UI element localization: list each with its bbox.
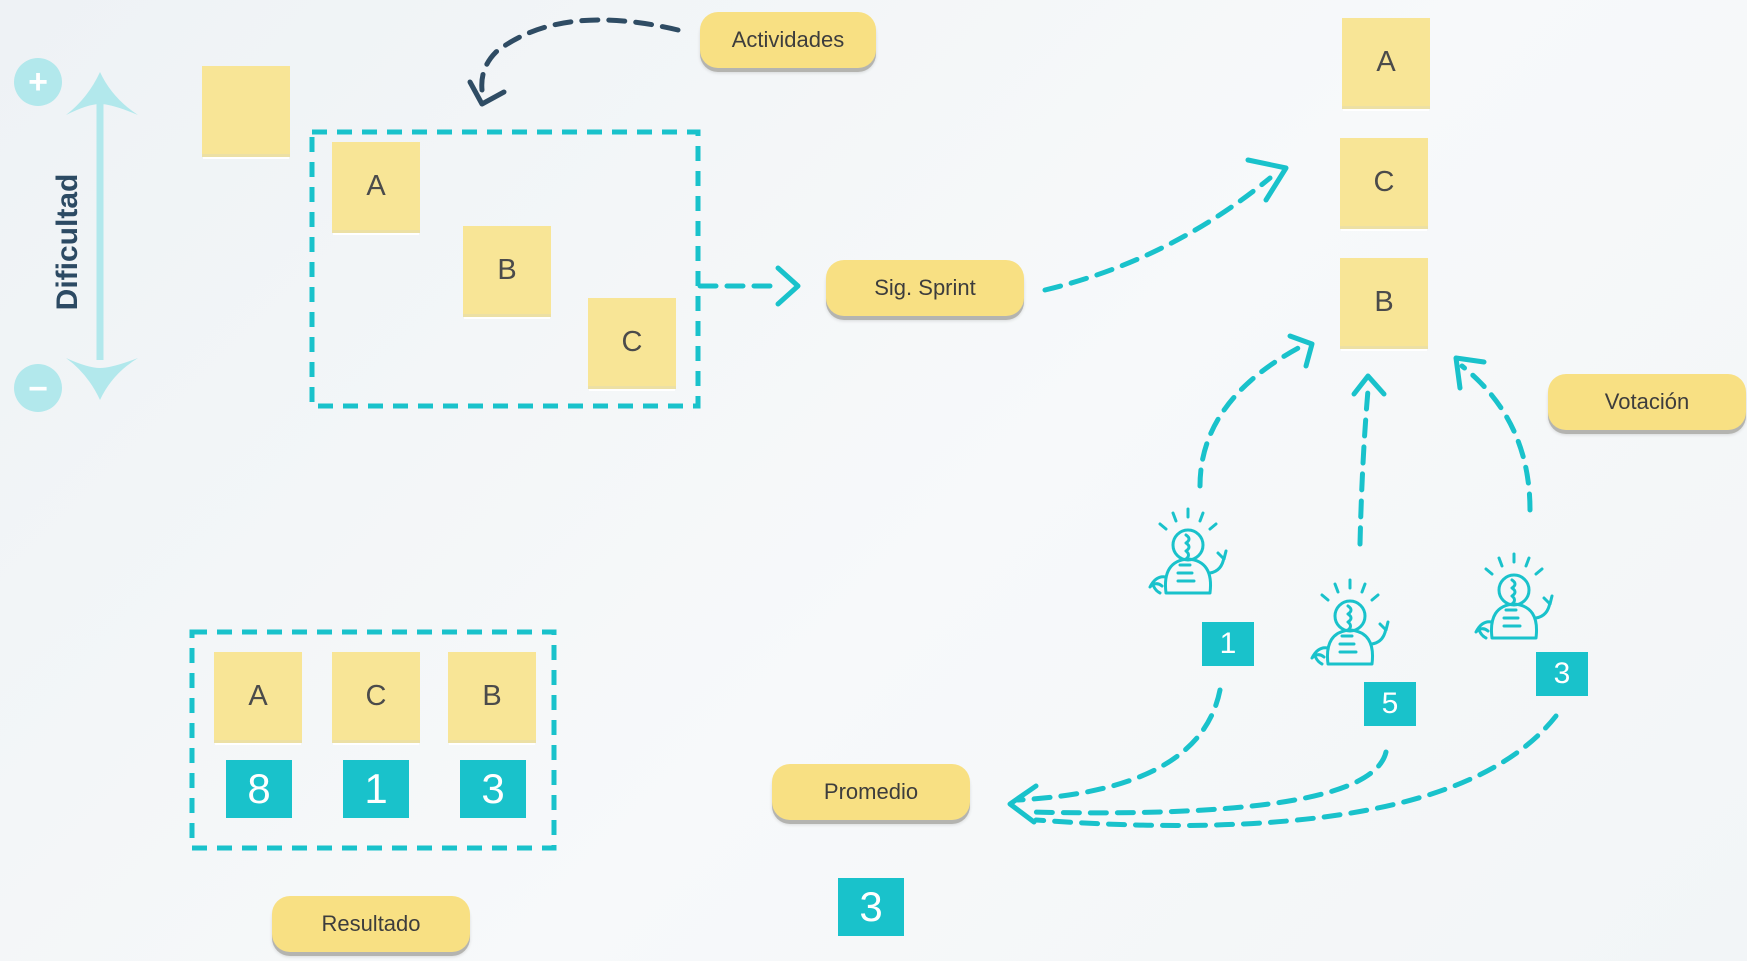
activity-note-c: C	[588, 298, 676, 389]
arrow-up-icon	[66, 72, 138, 115]
result-note-2: C	[332, 652, 420, 743]
sprint-note-1: A	[1342, 18, 1430, 109]
vote-badge-2: 5	[1364, 682, 1416, 726]
result-frame	[189, 629, 557, 851]
minus-circle-icon	[14, 364, 62, 412]
arrowhead-icon	[775, 265, 801, 307]
actividades-label: Actividades	[700, 12, 876, 68]
activity-note-a: A	[332, 142, 420, 233]
result-score-3: 3	[460, 760, 526, 818]
promedio-label: Promedio	[772, 764, 970, 820]
vote-arrow-2	[1357, 387, 1371, 547]
minus-sign: −	[28, 370, 48, 408]
vote-badge-1: 1	[1202, 622, 1254, 666]
sig-sprint-label: Sig. Sprint	[826, 260, 1024, 316]
voter-icon	[1474, 552, 1554, 640]
plus-circle-icon	[14, 58, 62, 106]
actividades-arrow	[479, 17, 681, 93]
sprint-note-2: C	[1340, 138, 1428, 229]
arrowhead-icon	[1007, 783, 1039, 825]
arrow-down-icon	[66, 358, 138, 400]
result-score-1: 8	[226, 760, 292, 818]
avg-arrow-1	[1015, 687, 1223, 803]
voter-icon	[1310, 578, 1390, 666]
votacion-label: Votación	[1548, 374, 1746, 430]
sprint-to-order-arrow	[1042, 175, 1273, 293]
average-badge: 3	[838, 878, 904, 936]
difficulty-axis-label: Dificultad	[51, 173, 84, 311]
activities-frame	[309, 129, 701, 409]
difficulty-axis: + −	[14, 58, 138, 412]
result-note-1: A	[214, 652, 302, 743]
result-note-3: B	[448, 652, 536, 743]
vote-badge-3: 3	[1536, 652, 1588, 696]
vote-arrow-1	[1197, 343, 1305, 489]
avg-arrow-2	[1027, 749, 1389, 816]
result-score-2: 1	[343, 760, 409, 818]
blank-note	[202, 66, 290, 157]
activity-note-b: B	[463, 226, 551, 317]
sprint-note-3: B	[1340, 258, 1428, 349]
arrowhead-icon	[1287, 333, 1315, 369]
plus-sign: +	[28, 63, 48, 101]
avg-arrow-3	[1033, 713, 1559, 828]
arrowhead-icon	[1351, 373, 1387, 397]
arrowhead-icon	[1453, 355, 1487, 391]
vote-arrow-3	[1459, 363, 1533, 513]
voter-icon	[1148, 507, 1228, 595]
arrowhead-icon	[467, 79, 507, 107]
arrowhead-icon	[1245, 157, 1289, 203]
resultado-label: Resultado	[272, 896, 470, 952]
